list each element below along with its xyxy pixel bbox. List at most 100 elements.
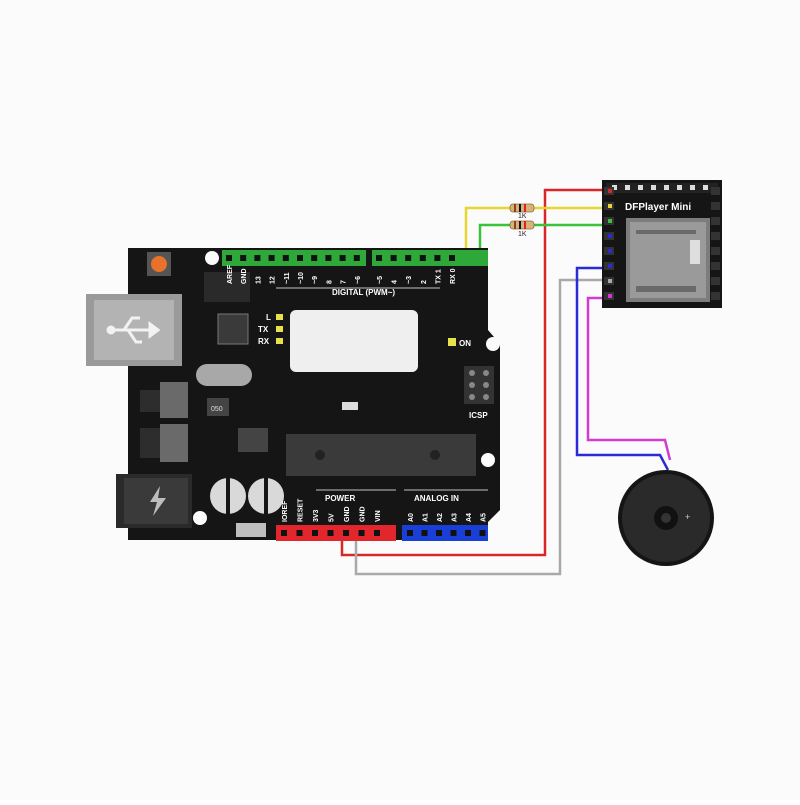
- power-pin-hole[interactable]: [343, 530, 349, 536]
- digital-pin-label: 13: [255, 276, 262, 284]
- digital-pin-hole[interactable]: [325, 255, 332, 261]
- power-pin-label: RESET: [298, 498, 305, 522]
- analog-pin-label: A1: [423, 513, 430, 522]
- digital-pin-label: 4: [392, 280, 399, 284]
- lightning-icon: [150, 486, 166, 516]
- speaker: +: [618, 470, 714, 566]
- dfplayer-top-pins: [612, 185, 708, 190]
- wire-spk-magenta: [586, 296, 672, 461]
- usb-icon: [106, 316, 161, 344]
- led-l: [276, 314, 283, 320]
- dfplayer-pin-contact: [608, 264, 612, 268]
- dfplayer-pin[interactable]: [703, 185, 708, 190]
- digital-pin-label: ~11: [284, 272, 291, 284]
- power-pin-hole[interactable]: [312, 530, 318, 536]
- analog-pin-hole[interactable]: [407, 530, 413, 536]
- wires: [340, 188, 672, 576]
- analog-pin-hole[interactable]: [436, 530, 442, 536]
- power-pin-hole[interactable]: [374, 530, 380, 536]
- dfplayer-pin[interactable]: [711, 277, 720, 285]
- analog-pin-hole[interactable]: [450, 530, 457, 536]
- capacitors: [210, 478, 284, 514]
- digital-pin-hole[interactable]: [254, 255, 261, 261]
- led-tx: [276, 326, 283, 332]
- power-pin-hole[interactable]: [327, 530, 334, 536]
- dfplayer-pin-contact: [608, 219, 612, 223]
- speaker-plus-mark: +: [685, 512, 690, 522]
- digital-pin-hole[interactable]: [376, 255, 382, 261]
- dfplayer-pin-contact: [608, 234, 612, 238]
- icsp-label: ICSP: [469, 411, 488, 420]
- sd-card-slot: [626, 218, 710, 302]
- power-pin-label: GND: [344, 506, 351, 522]
- dfplayer-pin-contact: [608, 279, 612, 283]
- digital-pin-hole[interactable]: [449, 255, 455, 261]
- dfplayer-pin[interactable]: [612, 185, 617, 190]
- power-pin-label: 5V: [329, 513, 336, 522]
- chip-label: 050: [211, 406, 223, 413]
- led-rx-label: RX: [258, 337, 270, 346]
- regulator: [140, 382, 188, 462]
- op-amp-chip: [238, 428, 268, 452]
- digital-pin-label: 2: [421, 280, 428, 284]
- digital-pin-label: 8: [326, 280, 333, 284]
- digital-pin-hole[interactable]: [240, 255, 247, 261]
- digital-pin-hole[interactable]: [268, 255, 275, 261]
- resistor-2-label: 1K: [518, 231, 527, 238]
- digital-pin-hole[interactable]: [390, 255, 397, 261]
- dfplayer-pin[interactable]: [664, 185, 669, 190]
- digital-pin-label: 12: [270, 276, 277, 284]
- digital-pin-hole[interactable]: [297, 255, 303, 261]
- digital-pin-hole[interactable]: [405, 255, 412, 261]
- digital-pin-hole[interactable]: [311, 255, 318, 261]
- digital-pin-label: GND: [241, 268, 248, 284]
- usb-connector: [86, 294, 182, 366]
- digital-pin-hole[interactable]: [226, 255, 232, 261]
- atmega328-chip: [286, 434, 476, 476]
- dfplayer-pin[interactable]: [711, 247, 720, 255]
- reset-switch: [342, 402, 358, 410]
- digital-pin-hole[interactable]: [282, 255, 289, 261]
- power-pin-hole[interactable]: [296, 530, 303, 536]
- reset-button[interactable]: [147, 252, 171, 276]
- digital-pin-hole[interactable]: [434, 255, 441, 261]
- dfplayer-pin[interactable]: [651, 185, 656, 190]
- digital-pin-hole[interactable]: [339, 255, 346, 261]
- dfplayer-pin[interactable]: [711, 217, 720, 225]
- dfplayer-pin[interactable]: [711, 232, 720, 240]
- digital-pin-label: AREF: [227, 264, 234, 284]
- digital-pin-label: 7: [341, 280, 348, 284]
- dfplayer-pin-contact: [608, 204, 612, 208]
- dfplayer-pin[interactable]: [690, 185, 695, 190]
- power-pin-label: VIN: [375, 510, 382, 522]
- analog-header: [402, 525, 488, 541]
- power-pin-hole[interactable]: [281, 530, 287, 536]
- power-pin-hole[interactable]: [358, 530, 365, 536]
- led-tx-label: TX: [258, 325, 269, 334]
- digital-pin-hole[interactable]: [419, 255, 426, 261]
- dfplayer-pin[interactable]: [638, 185, 643, 190]
- dfplayer-pin[interactable]: [711, 262, 720, 270]
- analog-pin-hole[interactable]: [421, 530, 428, 536]
- analog-pin-label: A4: [466, 513, 473, 522]
- digital-pin-hole[interactable]: [353, 255, 360, 261]
- dfplayer-pin[interactable]: [711, 202, 720, 210]
- digital-pin-label: ~9: [312, 276, 319, 284]
- digital-pin-label: TX 1: [435, 269, 442, 284]
- atmega16u2: [217, 313, 249, 345]
- dfplayer-pin[interactable]: [711, 187, 720, 195]
- dfplayer-pin[interactable]: [677, 185, 682, 190]
- dfplayer-pin-contact: [608, 294, 612, 298]
- dfplayer-pin[interactable]: [711, 292, 720, 300]
- analog-pin-hole[interactable]: [479, 530, 486, 536]
- crystal: [196, 364, 252, 386]
- resistor-1-label: 1K: [518, 213, 527, 220]
- icsp-header: [464, 366, 494, 404]
- dfplayer-pin[interactable]: [625, 185, 630, 190]
- analog-pin-hole[interactable]: [465, 530, 471, 536]
- dfplayer-right-pins: [711, 187, 720, 300]
- power-pin-label: 3V3: [313, 509, 320, 522]
- power-pin-label: GND: [360, 506, 367, 522]
